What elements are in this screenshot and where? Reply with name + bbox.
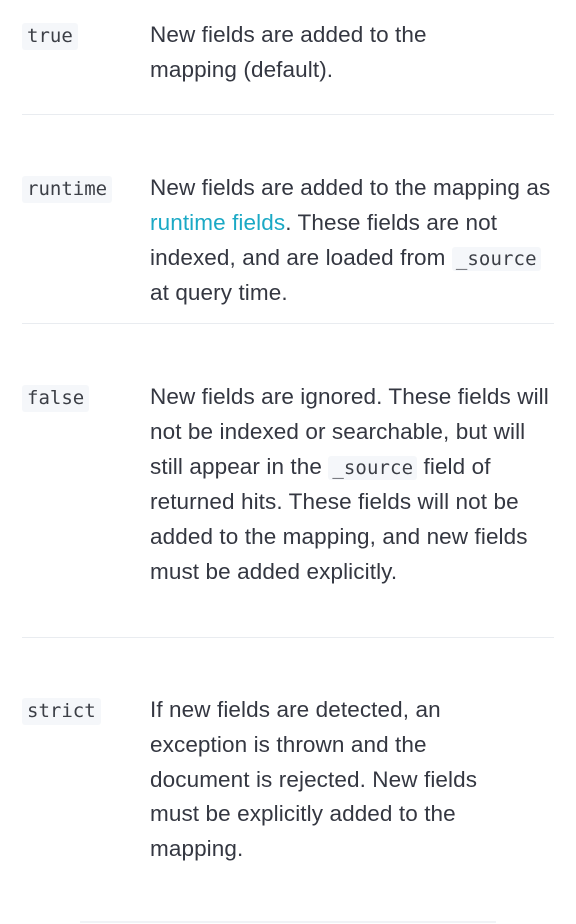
term-code-true: true <box>22 23 78 50</box>
description-cell: New fields are added to the mapping as r… <box>150 115 554 311</box>
description-text: at query time. <box>150 280 288 306</box>
term-cell: false <box>22 324 150 412</box>
description-cell: If new fields are detected, an exception… <box>150 697 478 862</box>
inline-code-source: _source <box>328 455 418 480</box>
description-text: New fields are added to the mapping as <box>150 175 551 200</box>
table-row-runtime: runtime New fields are added to the mapp… <box>22 115 554 324</box>
dynamic-parameter-table: true New fields are added to the mapping… <box>22 0 554 924</box>
term-code-runtime: runtime <box>22 176 113 203</box>
term-cell: runtime <box>22 115 150 203</box>
table-row-false: false New fields are ignored. These fiel… <box>22 324 554 638</box>
table-row-true: true New fields are added to the mapping… <box>22 0 554 115</box>
term-code-false: false <box>22 385 90 412</box>
description-cell: New fields are ignored. These fields wil… <box>150 324 554 590</box>
table-row-strict: strict If new fields are detected, an ex… <box>22 638 554 924</box>
description-cell: New fields are added to the mapping (def… <box>150 22 427 82</box>
term-cell: strict <box>22 638 150 725</box>
runtime-fields-link[interactable]: runtime fields <box>150 209 286 235</box>
bottom-divider <box>80 921 496 923</box>
inline-code-source: _source <box>451 246 541 271</box>
term-code-strict: strict <box>22 698 101 725</box>
term-cell: true <box>22 0 150 50</box>
description-text: . These fields are not indexed, and are … <box>150 209 498 270</box>
description-text: field of returned hits. These fields wil… <box>150 453 528 584</box>
description-text: New fields are ignored. These fields wil… <box>150 384 549 479</box>
